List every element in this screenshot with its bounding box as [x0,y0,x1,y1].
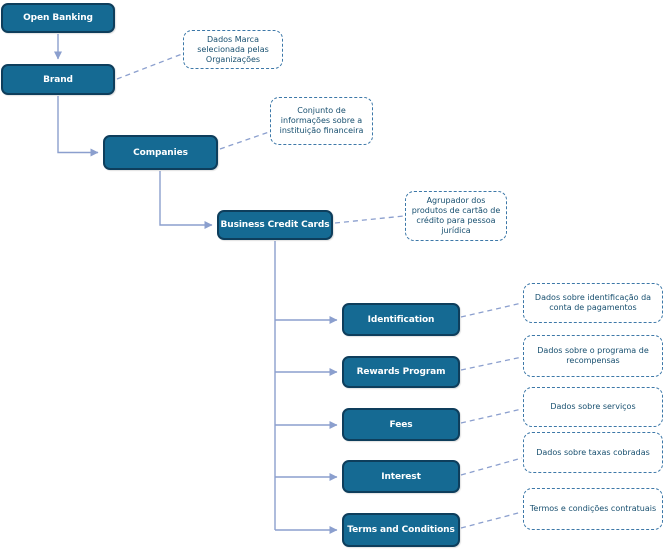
callout-companies-note: Conjunto de informações sobre a institui… [270,97,373,145]
callout-rewards-program-note: Dados sobre o programa de recompensas [523,335,663,377]
node-interest: Interest [342,460,460,493]
callout-interest-note: Dados sobre taxas cobradas [523,432,663,473]
callout-fees-note: Dados sobre serviços [523,387,663,427]
callout-terms-and-conditions-note: Termos e condições contratuais [523,488,663,530]
callout-brand-note: Dados Marca selecionada pelas Organizaçõ… [183,30,283,69]
node-terms-and-conditions: Terms and Conditions [342,513,460,547]
node-brand: Brand [1,64,115,95]
node-business-credit-cards: Business Credit Cards [217,210,333,240]
node-open-banking: Open Banking [1,3,115,33]
node-rewards-program: Rewards Program [342,356,460,388]
node-identification: Identification [342,303,460,336]
node-companies: Companies [103,135,218,170]
callout-business-credit-cards-note: Agrupador dos produtos de cartão de créd… [405,191,507,241]
callout-identification-note: Dados sobre identificação da conta de pa… [523,283,663,323]
node-fees: Fees [342,408,460,441]
